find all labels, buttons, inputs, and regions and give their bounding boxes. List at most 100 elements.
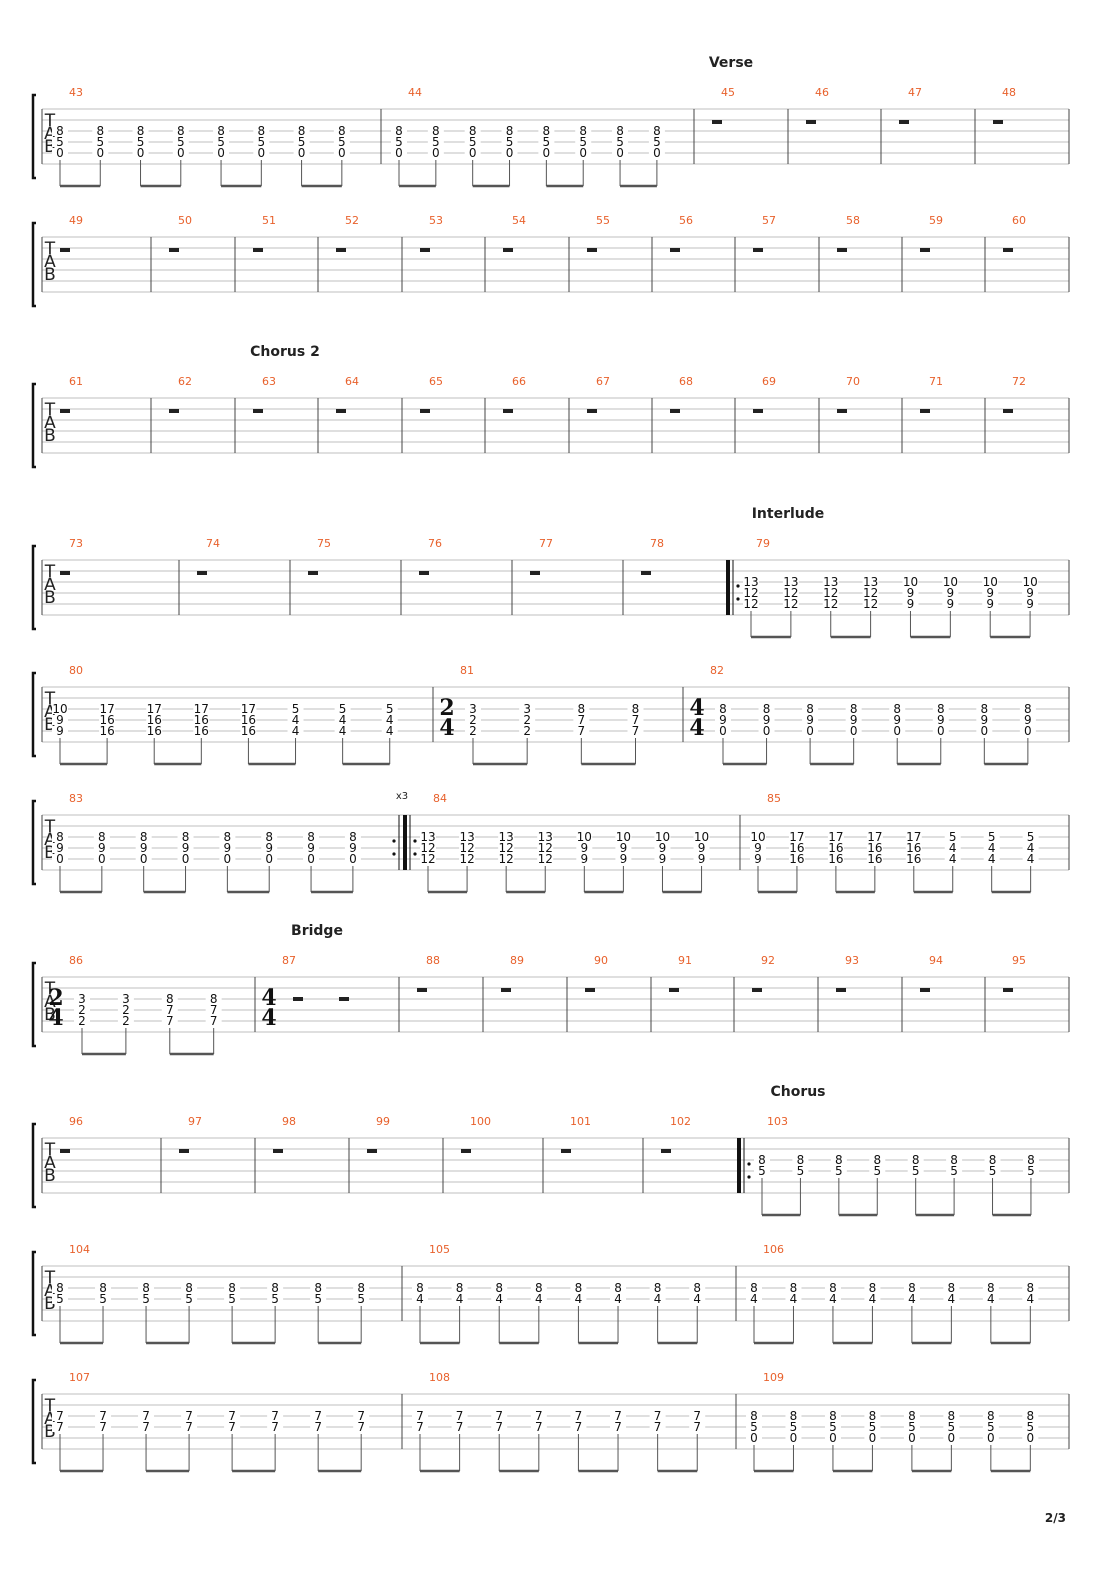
whole-rest-icon: [561, 1149, 571, 1153]
fret-number: 7: [535, 1409, 543, 1423]
tab-clef-letter: A: [44, 413, 56, 433]
fret-number: 7: [456, 1409, 464, 1423]
fret-number: 5: [750, 1420, 758, 1434]
measure-number: 83: [69, 792, 83, 805]
fret-bg: [570, 1422, 587, 1432]
fret-number: 7: [228, 1409, 236, 1423]
fret-number: 9: [1026, 597, 1034, 611]
fret-bg: [52, 726, 68, 736]
fret-bg: [845, 715, 862, 725]
whole-rest-icon: [806, 120, 816, 124]
fret-number: 17: [241, 702, 256, 716]
fret-number: 16: [906, 841, 921, 855]
fret-bg: [943, 1294, 960, 1304]
fret-number: 5: [177, 135, 185, 149]
fret-number: 7: [142, 1409, 150, 1423]
repeat-dot: [392, 852, 396, 856]
fret-bg: [1022, 1283, 1039, 1293]
fret-number: 9: [265, 841, 273, 855]
whole-rest-icon: [1003, 409, 1013, 413]
fret-number: 16: [147, 724, 162, 738]
fret-number: 4: [386, 724, 394, 738]
fret-bg: [864, 1283, 881, 1293]
fret-number: 9: [1026, 586, 1034, 600]
fret-number: 9: [893, 713, 901, 727]
fret-bg: [333, 126, 350, 136]
fret-number: 17: [828, 830, 843, 844]
fret-number: 7: [185, 1420, 193, 1434]
measure-number: 98: [282, 1115, 296, 1128]
fret-number: 9: [659, 841, 667, 855]
fret-number: 2: [523, 713, 531, 727]
fret-bg: [219, 832, 236, 842]
fret-bg: [530, 1283, 547, 1293]
section-label: Interlude: [752, 506, 825, 522]
brace-icon: [31, 799, 36, 886]
fret-bg: [824, 1294, 841, 1304]
whole-rest-icon: [417, 988, 427, 992]
fret-number: 8: [228, 1281, 236, 1295]
fret-number: 8: [99, 1281, 107, 1295]
fret-number: 4: [988, 852, 996, 866]
fret-bg: [1022, 577, 1039, 587]
fret-bg: [310, 1283, 327, 1293]
fret-number: 12: [743, 597, 758, 611]
fret-bg: [976, 704, 993, 714]
fret-bg: [822, 577, 839, 587]
fret-number: 8: [869, 1409, 877, 1423]
fret-number: 8: [416, 1281, 424, 1295]
brace-icon: [31, 961, 36, 1048]
fret-number: 0: [987, 1431, 995, 1445]
fret-bg: [943, 1283, 960, 1293]
fret-number: 0: [937, 724, 945, 738]
fret-bg: [132, 148, 149, 158]
fret-bg: [459, 832, 476, 842]
whole-rest-icon: [752, 988, 762, 992]
fret-bg: [827, 843, 844, 853]
whole-rest-icon: [661, 1149, 671, 1153]
fret-bg: [788, 832, 805, 842]
fret-bg: [135, 854, 152, 864]
measure-number: 64: [345, 375, 359, 388]
fret-number: 4: [869, 1292, 877, 1306]
fret-bg: [862, 599, 879, 609]
fret-bg: [498, 832, 515, 842]
fret-bg: [138, 1294, 155, 1304]
fret-bg: [942, 588, 959, 598]
fret-number: 4: [339, 724, 347, 738]
fret-number: 5: [1026, 1420, 1034, 1434]
fret-bg: [52, 1283, 68, 1293]
measure-number: 45: [721, 86, 735, 99]
fret-number: 0: [338, 146, 346, 160]
fret-number: 4: [949, 852, 957, 866]
fret-number: 4: [456, 1292, 464, 1306]
tab-clef-letter: B: [44, 843, 56, 863]
measure-number: 69: [762, 375, 776, 388]
fret-number: 0: [96, 146, 104, 160]
fret-bg: [193, 726, 210, 736]
fret-number: 8: [1026, 1281, 1034, 1295]
fret-bg: [538, 126, 555, 136]
fret-number: 9: [349, 841, 357, 855]
fret-number: 8: [835, 1153, 843, 1167]
fret-number: 8: [137, 124, 145, 138]
fret-number: 9: [698, 852, 706, 866]
fret-number: 9: [580, 852, 588, 866]
fret-bg: [943, 1422, 960, 1432]
fret-number: 12: [459, 852, 474, 866]
fret-number: 10: [52, 702, 67, 716]
fret-number: 8: [614, 1281, 622, 1295]
fret-number: 8: [763, 702, 771, 716]
fret-number: 5: [835, 1164, 843, 1178]
fret-number: 13: [499, 830, 514, 844]
whole-rest-icon: [420, 248, 430, 252]
measure-number: 56: [679, 214, 693, 227]
fret-bg: [903, 1411, 920, 1421]
whole-rest-icon: [1003, 988, 1013, 992]
fret-number: 12: [420, 841, 435, 855]
fret-number: 12: [459, 841, 474, 855]
whole-rest-icon: [530, 571, 540, 575]
fret-number: 8: [338, 124, 346, 138]
fret-bg: [420, 832, 436, 842]
fret-bg: [253, 148, 270, 158]
